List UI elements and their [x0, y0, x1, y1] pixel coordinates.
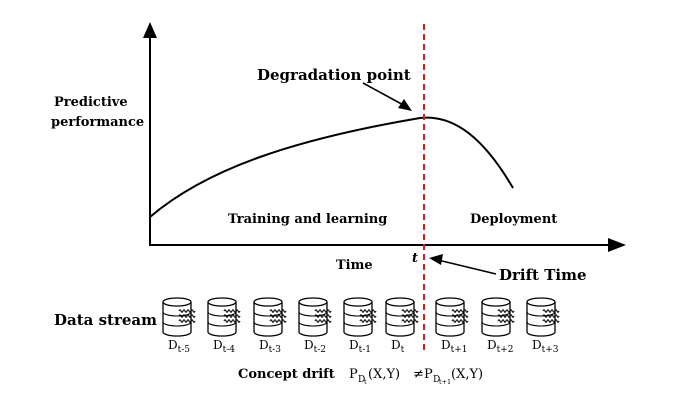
y-axis-arrowhead — [143, 22, 157, 38]
database-icon — [253, 297, 287, 337]
x-axis-arrowhead — [608, 238, 626, 252]
degradation-point-label: Degradation point — [257, 66, 411, 84]
data-chunk-label: Dt-4 — [213, 338, 235, 355]
performance-curve — [149, 116, 514, 218]
formula-lhs-sub-base: D — [358, 375, 365, 385]
concept-drift-label: Concept drift — [238, 367, 335, 382]
database-icon — [481, 297, 515, 337]
y-axis-label-line1: Predictive — [54, 95, 128, 110]
data-chunk-label: Dt-2 — [304, 338, 326, 355]
data-chunk-label: Dt+2 — [487, 338, 514, 355]
data-stream-label: Data stream — [54, 311, 157, 329]
formula-rhs-p: P — [424, 367, 433, 382]
database-icon — [162, 297, 196, 337]
formula-rhs-sub-base: D — [433, 375, 440, 385]
database-icon — [435, 297, 469, 337]
data-chunk-label: Dt-5 — [168, 338, 190, 355]
drift-time-arrow — [437, 259, 497, 275]
database-icon — [526, 297, 560, 337]
database-icon — [298, 297, 332, 337]
formula-lhs-sub-sub: t — [364, 378, 367, 386]
database-icon — [207, 297, 241, 337]
database-icon — [343, 297, 377, 337]
data-chunk-label: Dt+3 — [532, 338, 559, 355]
drift-time-arrowhead — [429, 254, 443, 265]
degradation-arrowhead — [398, 99, 412, 111]
degradation-arrow — [362, 82, 408, 108]
formula-rhs-sub-sub: t+1 — [439, 378, 451, 386]
data-chunk-label: Dt-1 — [349, 338, 371, 355]
data-chunk-label: Dt+1 — [441, 338, 468, 355]
concept-drift-formula: P D t (X,Y) ≠ P D t+1 (X,Y) — [349, 367, 483, 386]
formula-lhs-p: P — [349, 367, 358, 382]
y-axis-label-line2: performance — [51, 115, 144, 130]
data-stream-items: Dt-5 Dt-4 Dt-3 Dt-2 Dt-1 Dt Dt+1 Dt+2 Dt+3 — [162, 297, 560, 355]
training-phase-label: Training and learning — [228, 212, 387, 227]
formula-rhs-args: (X,Y) — [451, 367, 483, 382]
deployment-phase-label: Deployment — [470, 212, 557, 227]
database-icon — [385, 297, 419, 337]
time-marker: t — [412, 251, 418, 266]
drift-time-label: Drift Time — [499, 266, 587, 284]
data-chunk-label: Dt — [391, 338, 405, 355]
formula-lhs-args: (X,Y) — [368, 367, 400, 382]
data-chunk-label: Dt-3 — [259, 338, 281, 355]
x-axis-label: Time — [336, 258, 373, 273]
formula-neq: ≠ — [413, 367, 424, 382]
